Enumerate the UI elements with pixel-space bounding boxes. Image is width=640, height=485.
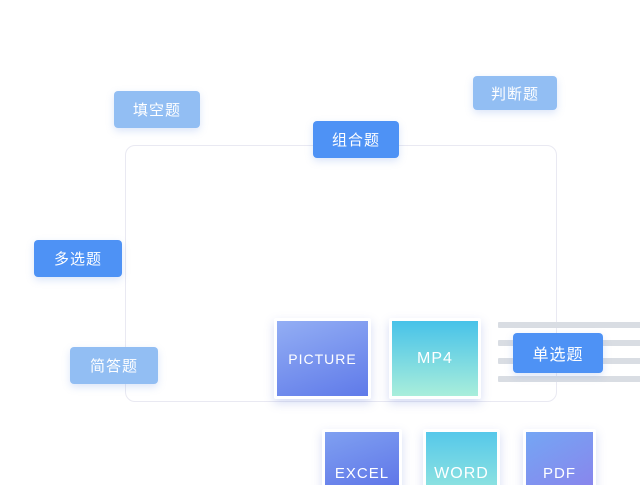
tile-pdf-label: PDF xyxy=(543,465,576,482)
tile-word-label: WORD xyxy=(434,464,489,482)
tile-excel: EXCEL xyxy=(322,429,402,485)
chip-single-choice[interactable]: 单选题 xyxy=(513,333,603,373)
text-placeholder-line xyxy=(498,376,640,382)
text-placeholder-line xyxy=(498,322,640,328)
content-card: PICTURE MP4 EXCEL WORD PDF xyxy=(125,145,640,485)
tile-picture: PICTURE xyxy=(274,318,371,399)
tile-excel-label: EXCEL xyxy=(334,465,390,482)
tile-mp4-label: MP4 xyxy=(417,349,453,367)
chip-true-false[interactable]: 判断题 xyxy=(473,76,557,110)
chip-fill-in-blank[interactable]: 填空题 xyxy=(114,91,200,128)
chip-multiple-choice[interactable]: 多选题 xyxy=(34,240,122,277)
chip-short-answer[interactable]: 简答题 xyxy=(70,347,158,384)
tile-word: WORD xyxy=(423,429,500,485)
tile-picture-label: PICTURE xyxy=(288,350,357,367)
tile-pdf: PDF xyxy=(523,429,596,485)
tile-mp4: MP4 xyxy=(389,318,481,399)
chip-combination[interactable]: 组合题 xyxy=(313,121,399,158)
